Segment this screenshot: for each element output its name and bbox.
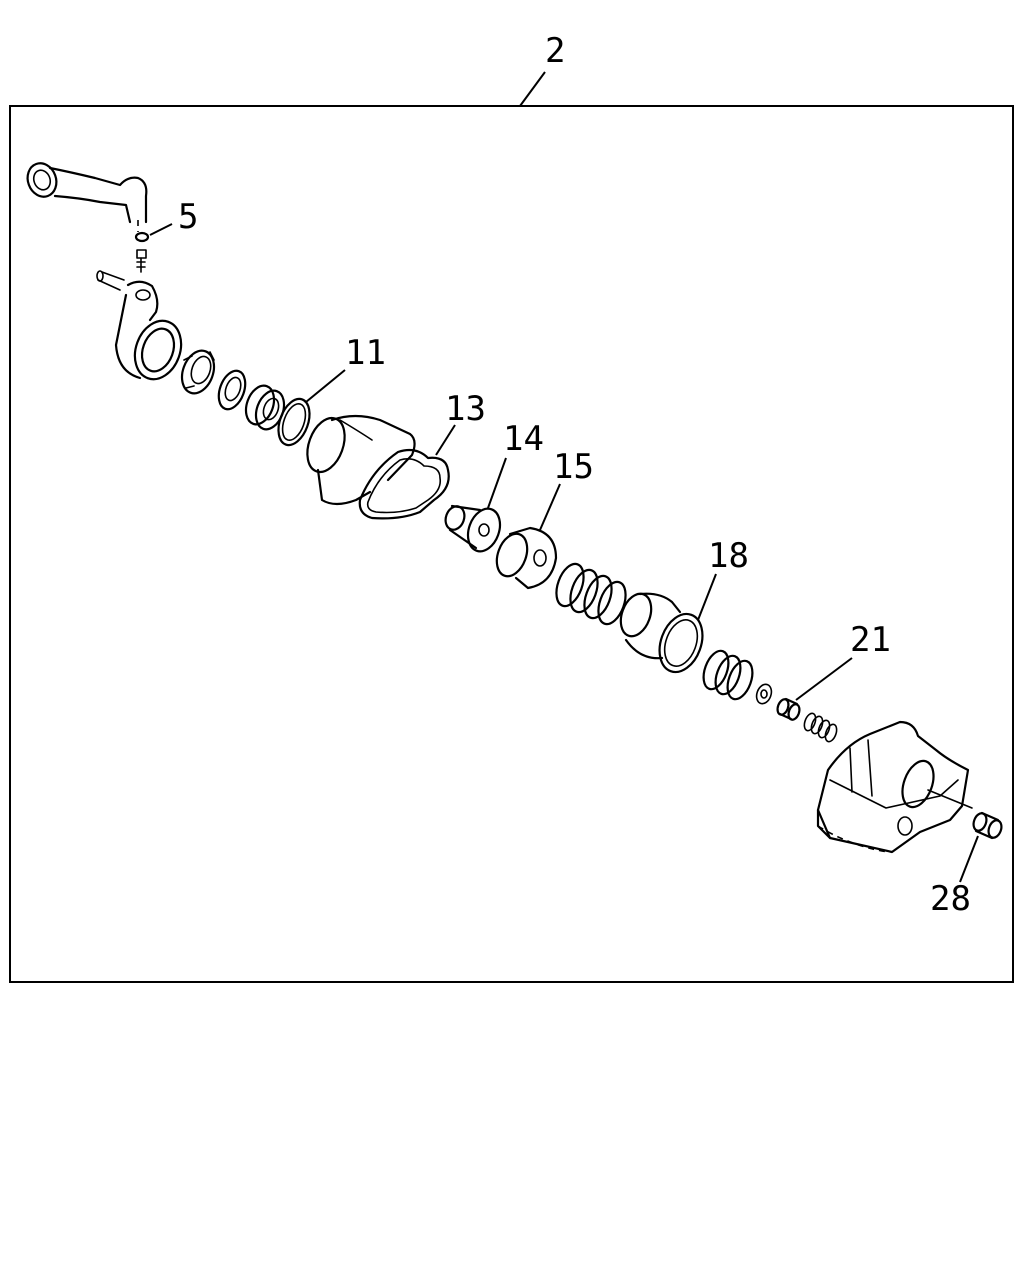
callout-18-leader	[697, 573, 717, 621]
callout-14-label: 14	[503, 419, 544, 459]
callout-11-label: 11	[345, 333, 386, 373]
o-ring-part-11	[277, 397, 311, 447]
assembly-leader-line	[519, 71, 546, 107]
flat-washer-part	[217, 369, 247, 411]
callout-15-leader	[539, 483, 561, 531]
large-spring-part	[555, 562, 627, 626]
bellows-boot-part	[619, 592, 682, 660]
callout-13-label: 13	[445, 389, 486, 429]
castle-nut-part	[180, 349, 216, 395]
callout-11-leader	[305, 369, 346, 403]
lever-arm-part	[114, 280, 183, 381]
callout-14-leader	[487, 457, 507, 509]
detent-spring-part	[803, 712, 838, 743]
callout-5-label: 5	[178, 197, 198, 237]
washer-part-5	[134, 231, 150, 243]
gear-case-housing-part	[816, 720, 970, 854]
callout-21-label: 21	[850, 620, 891, 660]
small-bolt-part	[136, 249, 147, 273]
callout-13-leader	[435, 424, 456, 456]
callout-15-label: 15	[553, 447, 594, 487]
pin-part	[96, 270, 125, 291]
gasket-part-13	[358, 448, 450, 520]
small-spring-part	[702, 649, 754, 701]
callout-28-label: 28	[930, 879, 971, 919]
bushing-part	[244, 384, 286, 431]
piston-part-15	[495, 526, 558, 590]
plunger-part-14	[444, 504, 502, 553]
callout-28-leader	[959, 835, 979, 883]
plug-screw-part-28	[927, 789, 1003, 840]
callout-21-leader	[795, 657, 853, 701]
callout-18-label: 18	[708, 536, 749, 576]
lever-handle-part	[26, 162, 148, 232]
small-washer-part	[755, 683, 773, 705]
sleeve-part-21	[776, 697, 801, 721]
seal-ring-part-18	[658, 612, 704, 674]
cover-housing-part	[306, 414, 416, 506]
callout-5-leader	[149, 223, 173, 236]
assembly-frame	[9, 105, 1014, 983]
assembly-callout-label: 2	[545, 31, 565, 71]
